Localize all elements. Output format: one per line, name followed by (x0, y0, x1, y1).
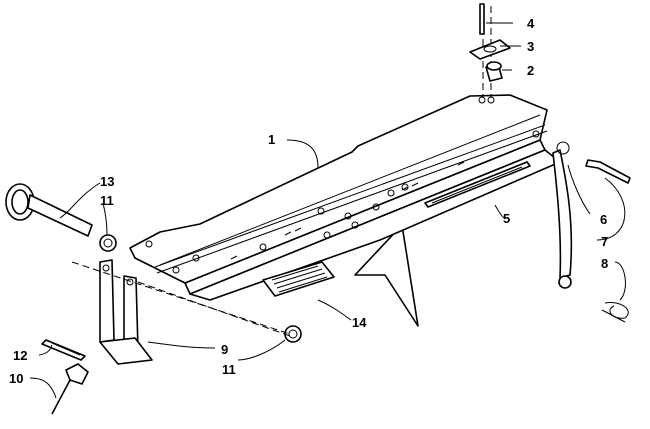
callout-9: 9 (221, 342, 228, 357)
bushing-assembly (469, 3, 511, 98)
pin-4 (479, 3, 485, 35)
callout-11-bottom: 11 (222, 362, 236, 377)
callout-labels: 1 2 3 4 5 6 7 8 9 10 11 11 12 13 14 (9, 16, 608, 386)
hairpin-8 (604, 301, 629, 319)
callout-7: 7 (601, 234, 608, 249)
callout-8: 8 (601, 256, 608, 271)
rubber-strip (424, 161, 531, 208)
callout-13: 13 (100, 174, 114, 189)
strap-6 (552, 149, 573, 279)
bushing-11-left (99, 234, 117, 252)
clevis-pin-7 (585, 159, 631, 184)
callout-12: 12 (13, 348, 27, 363)
callout-11-left: 11 (100, 193, 114, 208)
callout-1: 1 (268, 132, 275, 147)
leader-lines (29, 22, 626, 399)
callout-4: 4 (527, 16, 535, 31)
bushing-11-bottom (284, 325, 302, 343)
callout-2: 2 (527, 63, 534, 78)
knob-10 (51, 363, 89, 415)
callout-3: 3 (527, 39, 534, 54)
callout-5: 5 (503, 211, 510, 226)
bracket-9 (99, 259, 153, 365)
main-plate (129, 94, 561, 327)
washer-3 (469, 39, 511, 60)
hinge-line (154, 124, 548, 274)
callout-14: 14 (352, 315, 367, 330)
strip-12 (41, 339, 86, 361)
callout-10: 10 (9, 371, 23, 386)
strap-and-pin (552, 141, 631, 323)
pin-13 (5, 183, 93, 237)
label-decal (262, 261, 335, 297)
support-fin (354, 224, 419, 327)
callout-6: 6 (600, 212, 607, 227)
